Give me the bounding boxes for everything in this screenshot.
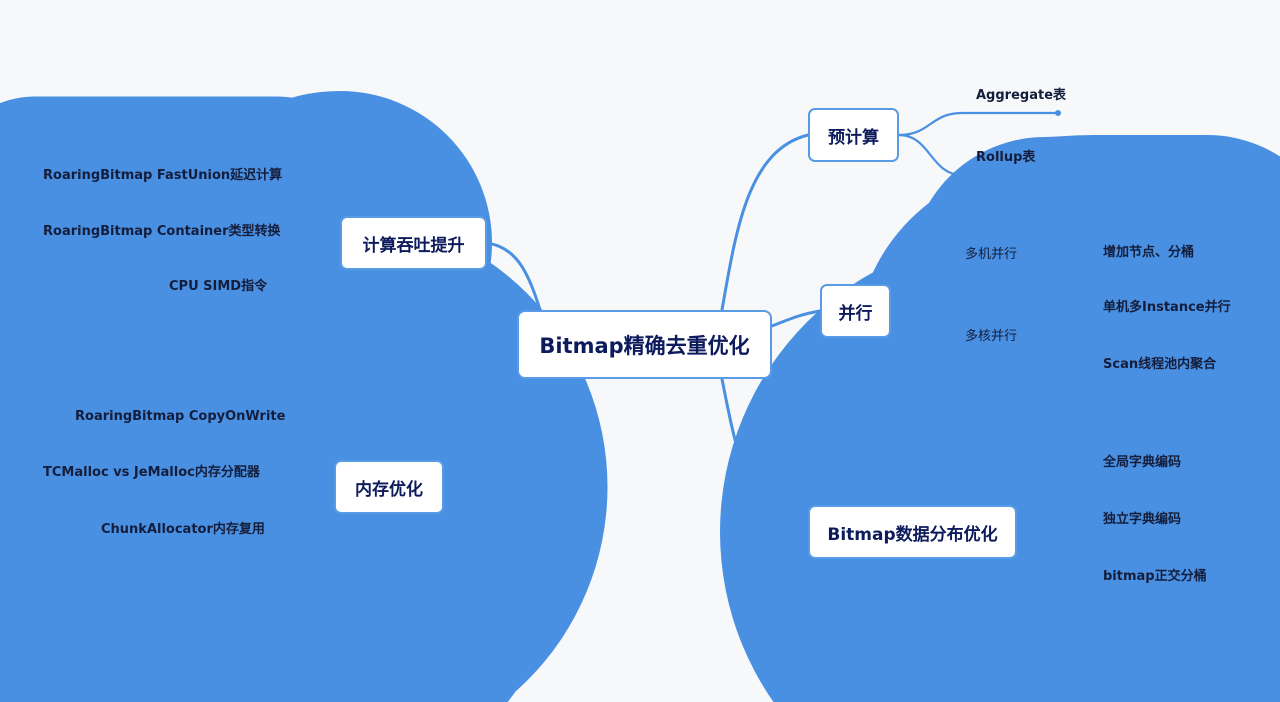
leaf-endpoint-dot	[1055, 110, 1061, 116]
leaf-aggregate-table[interactable]: Aggregate表	[976, 88, 1067, 103]
leaf-global-dict-encoding[interactable]: 全局字典编码	[1103, 455, 1182, 470]
leaf-single-machine-multi-instance[interactable]: 单机多Instance并行	[1103, 300, 1231, 315]
memory-label: 内存优化	[355, 479, 423, 500]
leaf-malloc-compare[interactable]: TCMalloc vs JeMalloc内存分配器	[43, 465, 260, 480]
memory-node[interactable]: 内存优化	[334, 460, 444, 514]
leaf-fastunion-lazy[interactable]: RoaringBitmap FastUnion延迟计算	[43, 168, 283, 183]
leaf-connector	[897, 111, 1060, 137]
leaf-endpoint-dot	[94, 544, 100, 550]
root-to-throughput	[485, 241, 542, 312]
root-to-parallel	[770, 309, 822, 328]
parallel-node[interactable]: 并行	[820, 284, 891, 338]
root-node[interactable]: Bitmap精确去重优化	[517, 310, 772, 379]
distribution-node[interactable]: Bitmap数据分布优化	[808, 505, 1017, 559]
leaf-add-nodes-buckets[interactable]: 增加节点、分桶	[1103, 245, 1195, 260]
leaf-bitmap-orthogonal-buckets[interactable]: bitmap正交分桶	[1103, 569, 1207, 584]
throughput-node[interactable]: 计算吞吐提升	[340, 216, 487, 270]
leaf-connector	[0, 213, 608, 702]
leaf-independent-dict-encoding[interactable]: 独立字典编码	[1103, 512, 1182, 527]
distribution-label: Bitmap数据分布优化	[827, 524, 998, 545]
sub-multi-machine[interactable]: 多机并行	[965, 247, 1018, 262]
leaf-connector	[720, 235, 1280, 702]
leaf-copyonwrite[interactable]: RoaringBitmap CopyOnWrite	[75, 409, 286, 424]
throughput-label: 计算吞吐提升	[362, 235, 465, 256]
root-to-precompute	[720, 133, 810, 312]
leaf-cpu-simd[interactable]: CPU SIMD指令	[169, 279, 268, 294]
precompute-label: 预计算	[828, 127, 879, 148]
sub-multi-core[interactable]: 多核并行	[965, 329, 1018, 344]
precompute-node[interactable]: 预计算	[808, 108, 899, 162]
parallel-label: 并行	[838, 303, 873, 324]
root-label: Bitmap精确去重优化	[539, 333, 750, 358]
leaf-rollup-table[interactable]: Rollup表	[976, 150, 1036, 165]
leaf-chunkallocator[interactable]: ChunkAllocator内存复用	[101, 522, 265, 537]
leaf-scan-thread-pool[interactable]: Scan线程池内聚合	[1103, 357, 1217, 372]
leaf-endpoint-dot	[1209, 591, 1215, 597]
leaf-container-conversion[interactable]: RoaringBitmap Container类型转换	[43, 224, 281, 239]
